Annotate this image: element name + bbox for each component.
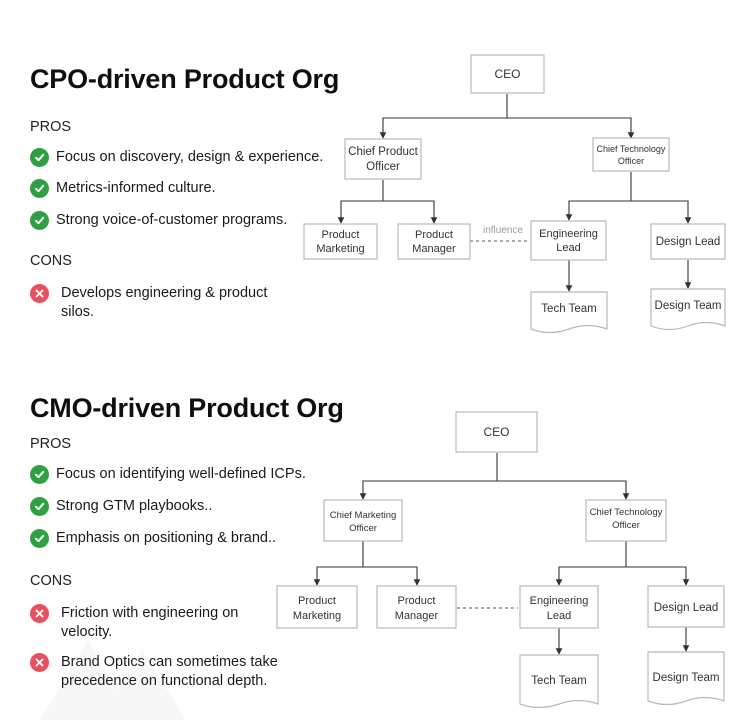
svg-text:Engineering: Engineering — [539, 228, 598, 240]
svg-text:Product: Product — [322, 229, 360, 241]
section-title-cpo: CPO-driven Product Org — [30, 64, 340, 94]
check-circle-icon — [30, 465, 49, 484]
con-item: Develops engineering & product silos. — [30, 284, 267, 322]
org-chart-cmo-connectors — [313, 453, 690, 655]
svg-text:Design Team: Design Team — [655, 300, 722, 312]
org-node-product-manager: Product Manager — [376, 585, 457, 629]
org-node-design-team: Design Team — [650, 288, 726, 331]
org-node-chief-technology-officer: Chief Technology Officer — [585, 499, 667, 542]
pro-item: Emphasis on positioning & brand.. — [30, 529, 276, 548]
org-chart-cpo-connectors: influence — [337, 94, 692, 292]
svg-text:Marketing: Marketing — [293, 610, 341, 622]
svg-text:Manager: Manager — [395, 610, 439, 622]
svg-text:Manager: Manager — [412, 243, 456, 255]
svg-text:Engineering: Engineering — [530, 595, 589, 607]
org-node-ceo: CEO — [470, 54, 545, 94]
svg-text:Tech Team: Tech Team — [541, 303, 596, 315]
org-node-product-marketing: Product Marketing — [303, 223, 378, 260]
con-text: Develops engineering & product silos. — [61, 285, 268, 320]
check-circle-icon — [30, 529, 49, 548]
org-node-ceo: CEO — [455, 411, 538, 453]
pro-item: Focus on discovery, design & experience. — [30, 148, 323, 167]
svg-text:Chief Technology: Chief Technology — [597, 144, 666, 154]
section-title-cmo: CMO-driven Product Org — [30, 393, 344, 423]
check-circle-icon — [30, 497, 49, 516]
con-item: Brand Optics can sometimes take preceden… — [30, 653, 278, 691]
influence-label: influence — [483, 225, 523, 236]
org-node-chief-marketing-officer: Chief Marketing Officer — [323, 499, 403, 542]
con-text: Friction with engineering on velocity. — [61, 605, 239, 640]
org-node-product-marketing: Product Marketing — [276, 585, 358, 629]
svg-text:Lead: Lead — [547, 610, 571, 622]
svg-text:Chief Technology: Chief Technology — [590, 507, 663, 518]
org-node-engineering-lead: Engineering Lead — [530, 220, 607, 261]
watermark-logo — [40, 640, 186, 720]
cons-heading: CONS — [30, 253, 72, 269]
check-circle-icon — [30, 179, 49, 198]
svg-text:Marketing: Marketing — [316, 243, 364, 255]
svg-text:Officer: Officer — [612, 520, 640, 531]
pro-item: Focus on identifying well-defined ICPs. — [30, 465, 306, 484]
x-circle-icon — [30, 284, 49, 303]
pro-item: Metrics-informed culture. — [30, 179, 216, 198]
svg-text:Lead: Lead — [556, 242, 580, 254]
svg-text:Product: Product — [298, 595, 336, 607]
x-circle-icon — [30, 604, 49, 623]
org-node-tech-team: Tech Team — [519, 654, 599, 709]
con-item: Friction with engineering on velocity. — [30, 604, 238, 642]
pros-heading: PROS — [30, 119, 72, 135]
svg-text:CEO: CEO — [494, 67, 520, 81]
svg-text:Chief Product: Chief Product — [348, 146, 418, 158]
org-node-design-lead: Design Lead — [647, 585, 725, 628]
pros-heading: PROS — [30, 436, 72, 452]
svg-text:Officer: Officer — [366, 161, 400, 173]
x-circle-icon — [30, 653, 49, 672]
svg-text:Officer: Officer — [618, 156, 644, 166]
pro-item: Strong voice-of-customer programs. — [30, 211, 287, 230]
org-node-tech-team: Tech Team — [530, 291, 608, 334]
pro-text: Strong voice-of-customer programs. — [56, 212, 288, 228]
svg-text:CEO: CEO — [483, 425, 509, 439]
pro-text: Focus on identifying well-defined ICPs. — [56, 466, 306, 482]
org-node-engineering-lead: Engineering Lead — [519, 585, 599, 629]
svg-text:Design Lead: Design Lead — [656, 236, 721, 248]
pro-item: Strong GTM playbooks.. — [30, 497, 212, 516]
cons-heading: CONS — [30, 573, 72, 589]
org-node-design-team: Design Team — [647, 651, 725, 706]
check-circle-icon — [30, 148, 49, 167]
pro-text: Strong GTM playbooks.. — [56, 498, 213, 514]
svg-text:Tech Team: Tech Team — [531, 675, 586, 687]
svg-text:Officer: Officer — [349, 523, 377, 534]
check-circle-icon — [30, 211, 49, 230]
org-node-product-manager: Product Manager — [397, 223, 471, 260]
pro-text: Focus on discovery, design & experience. — [56, 149, 324, 165]
svg-text:Product: Product — [415, 229, 453, 241]
org-node-chief-technology-officer: Chief Technology Officer — [592, 137, 670, 172]
org-node-chief-product-officer: Chief Product Officer — [344, 138, 422, 180]
pro-text: Metrics-informed culture. — [56, 180, 216, 196]
org-node-design-lead: Design Lead — [650, 223, 726, 260]
con-text: Brand Optics can sometimes take preceden… — [61, 654, 278, 689]
svg-text:Design Team: Design Team — [653, 672, 720, 684]
svg-text:Product: Product — [398, 595, 436, 607]
svg-text:Design Lead: Design Lead — [654, 602, 719, 614]
svg-text:Chief Marketing: Chief Marketing — [330, 510, 397, 521]
pro-text: Emphasis on positioning & brand.. — [56, 530, 277, 546]
